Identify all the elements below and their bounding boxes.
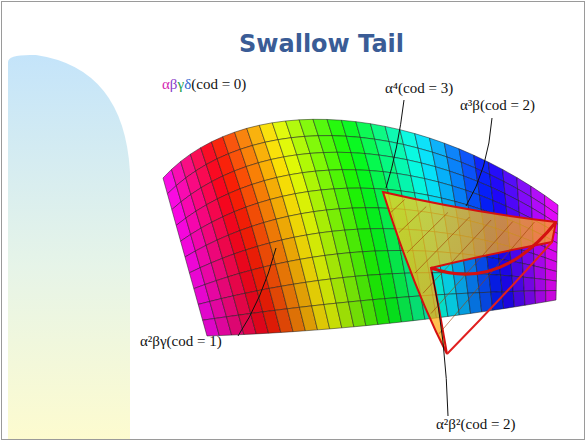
leader-line: [386, 100, 404, 188]
stratum-label: αβγδ(cod = 0): [162, 76, 246, 93]
label-char: [230, 76, 234, 92]
surface-patch: [545, 269, 556, 281]
surface-patch: [535, 278, 546, 291]
stratum-label: α³β(cod = 2): [460, 97, 535, 114]
surface-patch: [477, 274, 491, 293]
label-char: γ: [178, 76, 185, 92]
label-char: o: [203, 76, 211, 92]
stratum-label: α²β²(cod = 2): [436, 416, 516, 433]
label-char: (: [191, 76, 196, 92]
surface-patch: [501, 275, 514, 292]
leader-line: [238, 248, 276, 336]
tail-grid: [407, 212, 448, 252]
tail-grid: [431, 222, 513, 314]
leader-line: [432, 272, 448, 416]
tail-grid: [423, 220, 491, 293]
label-char: ): [241, 76, 246, 92]
surface-patch: [513, 291, 525, 307]
surface-patch: [385, 126, 403, 144]
tail-grid: [391, 200, 405, 213]
label-char: β: [170, 76, 178, 92]
label-char: c: [196, 76, 203, 92]
tail-grid: [399, 207, 426, 233]
surface-patch: [546, 280, 557, 291]
tail-grid: [415, 217, 470, 273]
surface-patch: [400, 130, 418, 148]
stratum-label: α⁴(cod = 3): [385, 80, 453, 97]
surface-patch: [524, 291, 535, 305]
tail-edge: [447, 242, 552, 354]
label-char: [218, 76, 222, 92]
tail-grid: [439, 222, 534, 334]
slide-title: Swallow Tail: [239, 30, 404, 58]
surface-patch: [534, 266, 545, 280]
surface-patch: [489, 274, 502, 292]
leader-line: [466, 118, 492, 206]
surface-patch: [546, 291, 557, 302]
side-band: [8, 55, 130, 439]
surface-patch: [523, 263, 535, 278]
label-char: δ: [184, 76, 191, 92]
label-char: =: [222, 76, 230, 92]
tail-flap: [383, 192, 556, 354]
leader-lines: [238, 100, 492, 416]
label-char: d: [210, 76, 218, 92]
label-char: α: [162, 76, 170, 92]
tail-edge: [431, 222, 556, 274]
surface-patch: [523, 277, 535, 291]
swallow-tail: [383, 192, 556, 354]
surface-patch: [535, 291, 546, 304]
stratum-label: α²βγ(cod = 1): [140, 333, 222, 350]
label-char: 0: [234, 76, 242, 92]
